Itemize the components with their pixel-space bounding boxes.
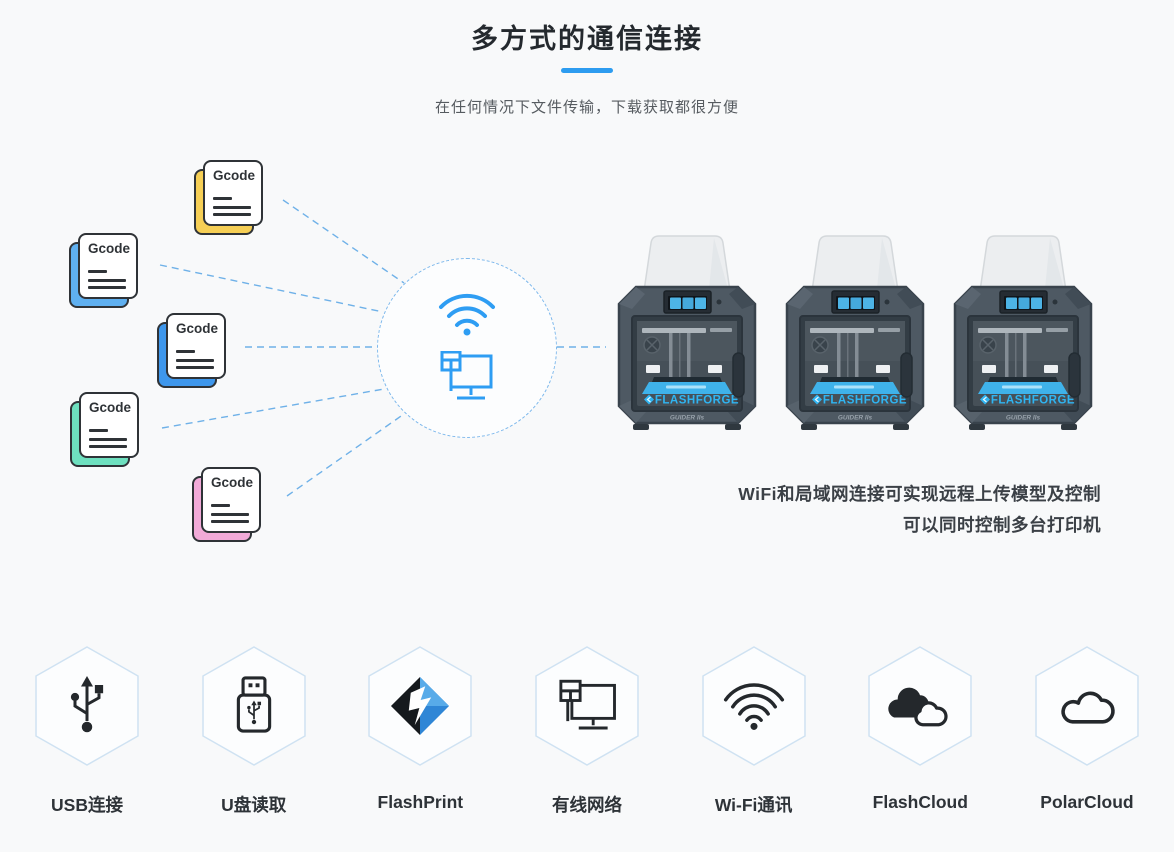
printer-image: FLASHFORGE GUIDER IIs bbox=[617, 235, 757, 430]
gcode-card-front: Gcode bbox=[78, 233, 138, 299]
gcode-label: Gcode bbox=[213, 168, 256, 183]
features-row: USB连接 U盘读取 bbox=[0, 646, 1174, 817]
feature-label: FlashCloud bbox=[872, 792, 968, 812]
page-title: 多方式的通信连接 bbox=[471, 24, 703, 54]
hexagon-tile bbox=[201, 646, 307, 766]
flashprint-logo-icon bbox=[391, 676, 450, 736]
printer-logo-text: FLASHFORGE bbox=[823, 395, 907, 407]
usb-icon bbox=[70, 676, 104, 733]
gcode-label: Gcode bbox=[88, 241, 131, 256]
gcode-label: Gcode bbox=[211, 475, 254, 490]
gcode-card-front: Gcode bbox=[79, 392, 139, 458]
gcode-file-card-blue: Gcode bbox=[157, 313, 226, 388]
printer-logo-text: FLASHFORGE bbox=[655, 395, 739, 407]
feature-flashcloud: FlashCloud bbox=[845, 646, 995, 817]
caption-line-1: WiFi和局域网连接可实现远程上传模型及控制 bbox=[738, 484, 1101, 504]
hexagon-tile bbox=[701, 646, 807, 766]
wired-network-icon bbox=[440, 350, 493, 399]
gcode-card-front: Gcode bbox=[203, 160, 263, 226]
document-lines bbox=[88, 270, 128, 289]
feature-polarcloud: PolarCloud bbox=[1012, 646, 1162, 817]
gcode-label: Gcode bbox=[176, 321, 219, 336]
connection-diagram: Gcode Gcode Gcode Gcode Gcode bbox=[0, 130, 1174, 570]
feature-label: FlashPrint bbox=[377, 792, 464, 812]
gcode-file-card-pink: Gcode bbox=[192, 467, 261, 542]
printer-model-text: GUIDER IIs bbox=[1006, 415, 1041, 422]
printer-image: FLASHFORGE GUIDER IIs bbox=[953, 235, 1093, 430]
wifi-icon bbox=[723, 683, 784, 730]
hexagon-tile bbox=[367, 646, 473, 766]
page-header: 多方式的通信连接 在任何情况下文件传输，下载获取都很方便 bbox=[0, 0, 1174, 130]
gcode-label: Gcode bbox=[89, 400, 132, 415]
gcode-file-card-lightblue: Gcode bbox=[69, 233, 138, 308]
document-lines bbox=[176, 350, 216, 369]
document-lines bbox=[213, 197, 253, 216]
title-underline bbox=[561, 68, 613, 73]
feature-label: PolarCloud bbox=[1040, 792, 1134, 812]
hexagon-outline bbox=[535, 646, 639, 766]
feature-label: USB连接 bbox=[51, 795, 123, 815]
printer-group: FLASHFORGE GUIDER IIs bbox=[611, 231, 1099, 433]
hexagon-outline bbox=[1035, 646, 1139, 766]
caption-line-2: 可以同时控制多台打印机 bbox=[903, 515, 1101, 535]
feature-wired-network: 有线网络 bbox=[512, 646, 662, 817]
feature-label: Wi-Fi通讯 bbox=[714, 795, 793, 815]
polarcloud-icon bbox=[1061, 691, 1115, 724]
document-lines bbox=[211, 504, 251, 523]
feature-wifi: Wi-Fi通讯 bbox=[679, 646, 829, 817]
page-subtitle: 在任何情况下文件传输，下载获取都很方便 bbox=[434, 99, 739, 116]
printer-model-text: GUIDER IIs bbox=[670, 415, 705, 422]
printer-logo-text: FLASHFORGE bbox=[991, 395, 1075, 407]
usb-drive-icon bbox=[236, 676, 271, 733]
gcode-card-front: Gcode bbox=[166, 313, 226, 379]
hexagon-tile bbox=[34, 646, 140, 766]
gcode-file-card-teal: Gcode bbox=[70, 392, 139, 467]
feature-usb: USB连接 bbox=[12, 646, 162, 817]
hexagon-tile bbox=[534, 646, 640, 766]
wired-network-icon bbox=[559, 679, 616, 730]
feature-label: U盘读取 bbox=[221, 795, 287, 815]
wifi-icon bbox=[439, 293, 495, 335]
feature-label: 有线网络 bbox=[551, 795, 622, 815]
document-lines bbox=[89, 429, 129, 448]
flashcloud-icon bbox=[888, 687, 948, 727]
printer-model-text: GUIDER IIs bbox=[838, 415, 873, 422]
connection-hub-circle bbox=[377, 258, 557, 438]
diagram-caption: WiFi和局域网连接可实现远程上传模型及控制 可以同时控制多台打印机 bbox=[738, 479, 1101, 541]
feature-flashprint: FlashPrint bbox=[345, 646, 495, 817]
hexagon-tile bbox=[1034, 646, 1140, 766]
gcode-file-card-yellow: Gcode bbox=[194, 160, 263, 235]
printer-image: FLASHFORGE GUIDER IIs bbox=[785, 235, 925, 430]
gcode-card-front: Gcode bbox=[201, 467, 261, 533]
hexagon-tile bbox=[867, 646, 973, 766]
feature-usb-drive: U盘读取 bbox=[179, 646, 329, 817]
